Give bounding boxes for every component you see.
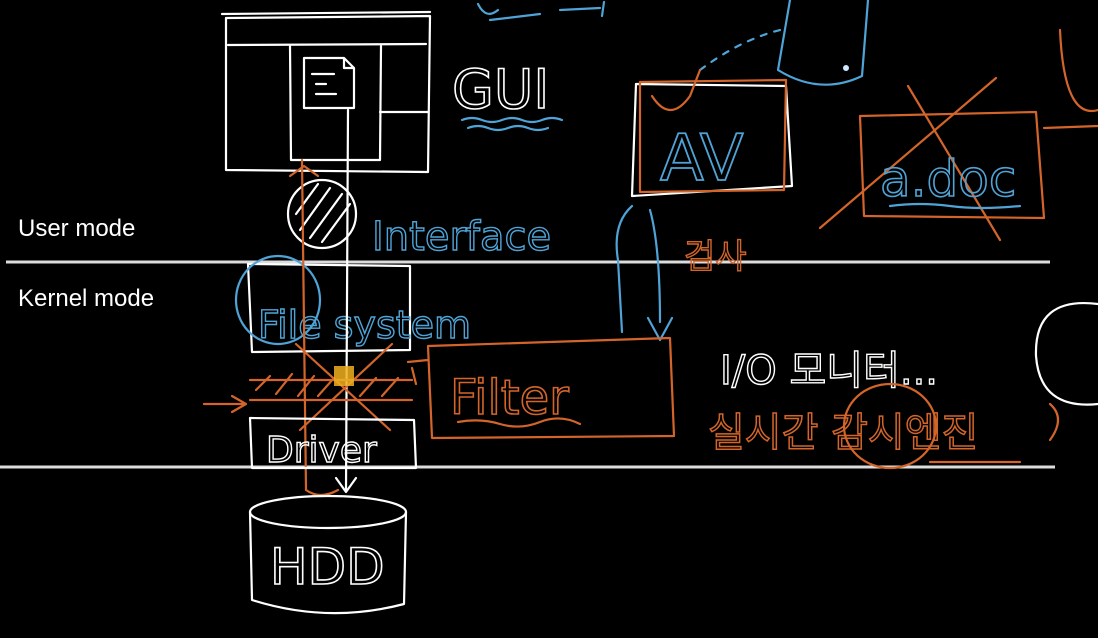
- gui-label: GUI: [452, 58, 549, 121]
- filter-box: [406, 336, 676, 440]
- check-label: 검사: [684, 237, 747, 277]
- kernel-mode-label: Kernel mode: [18, 285, 154, 312]
- user-mode-label: User mode: [18, 215, 135, 242]
- interface-icon: [286, 178, 358, 250]
- realtime-engine-label: 실시간 감시엔진: [708, 410, 978, 456]
- av-box: [630, 68, 794, 198]
- check-arrow: [615, 204, 674, 342]
- app-window: [220, 10, 432, 174]
- file-system-label: File system: [258, 303, 471, 347]
- doc-label: a.doc: [880, 150, 1016, 208]
- file-system-box: [234, 254, 412, 354]
- driver-label: Driver: [266, 430, 377, 471]
- filter-label: Filter: [450, 370, 569, 426]
- av-label: AV: [660, 122, 744, 196]
- document-icon: [302, 56, 356, 110]
- intercept-highlight: [334, 366, 354, 386]
- hdd-label: HDD: [270, 538, 385, 596]
- filter-intercept: [202, 342, 414, 432]
- partial-circle: [1034, 302, 1098, 406]
- realtime-engine-circle: [842, 382, 938, 470]
- interface-label: Interface: [372, 214, 551, 260]
- doc-box: [818, 28, 1098, 242]
- hdd-icon: [248, 494, 408, 615]
- io-monitor-label: I/O 모니터...: [720, 348, 938, 394]
- driver-box: [248, 416, 418, 470]
- database-icon: [776, 0, 870, 86]
